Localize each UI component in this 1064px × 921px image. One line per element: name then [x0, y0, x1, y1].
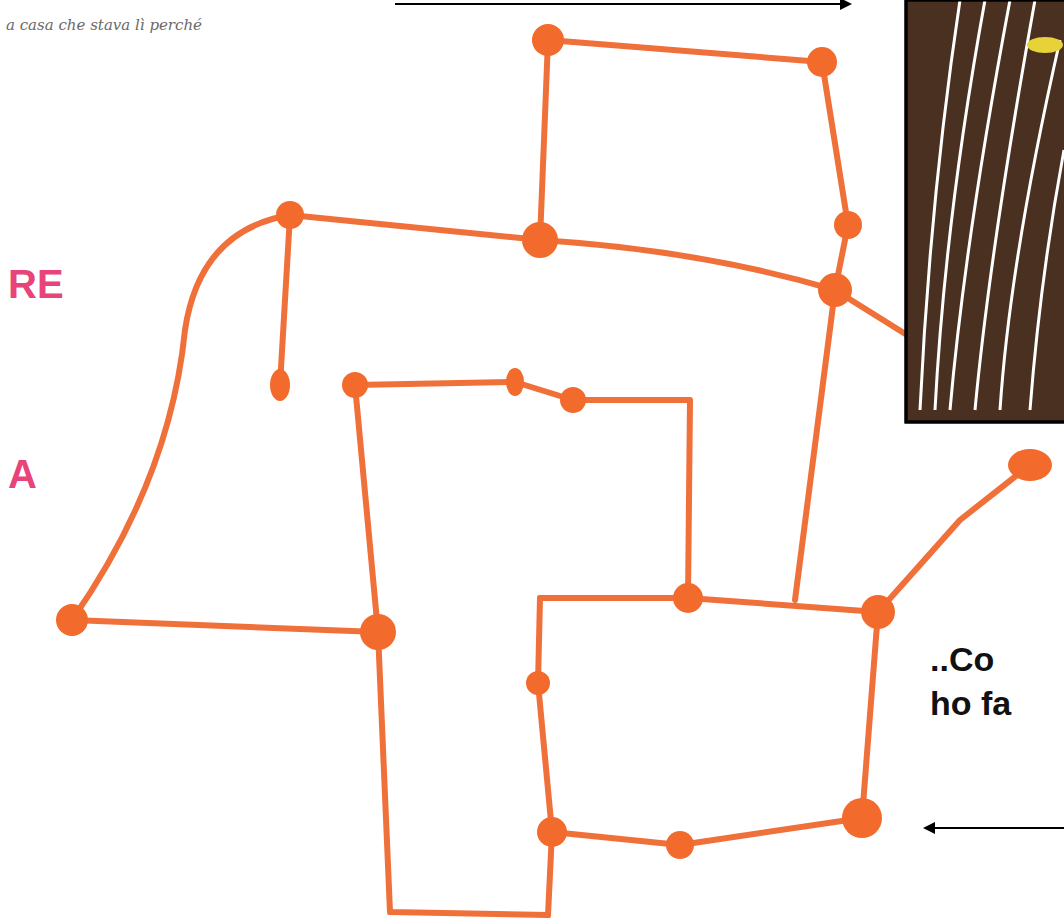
handwritten-note: a casa che stava lì perché [6, 16, 202, 34]
pink-word-fragment: RE [8, 262, 64, 307]
pink-word-fragment: A [8, 452, 37, 497]
caption-fragment: ho fa [930, 684, 1011, 723]
inset-picture [906, 0, 1064, 422]
caption-fragment: ..Co [930, 640, 994, 679]
pointer-arrow [395, 3, 850, 5]
road-lines [72, 40, 1030, 915]
pointer-arrow [925, 827, 1064, 829]
road-dots [56, 24, 1052, 859]
